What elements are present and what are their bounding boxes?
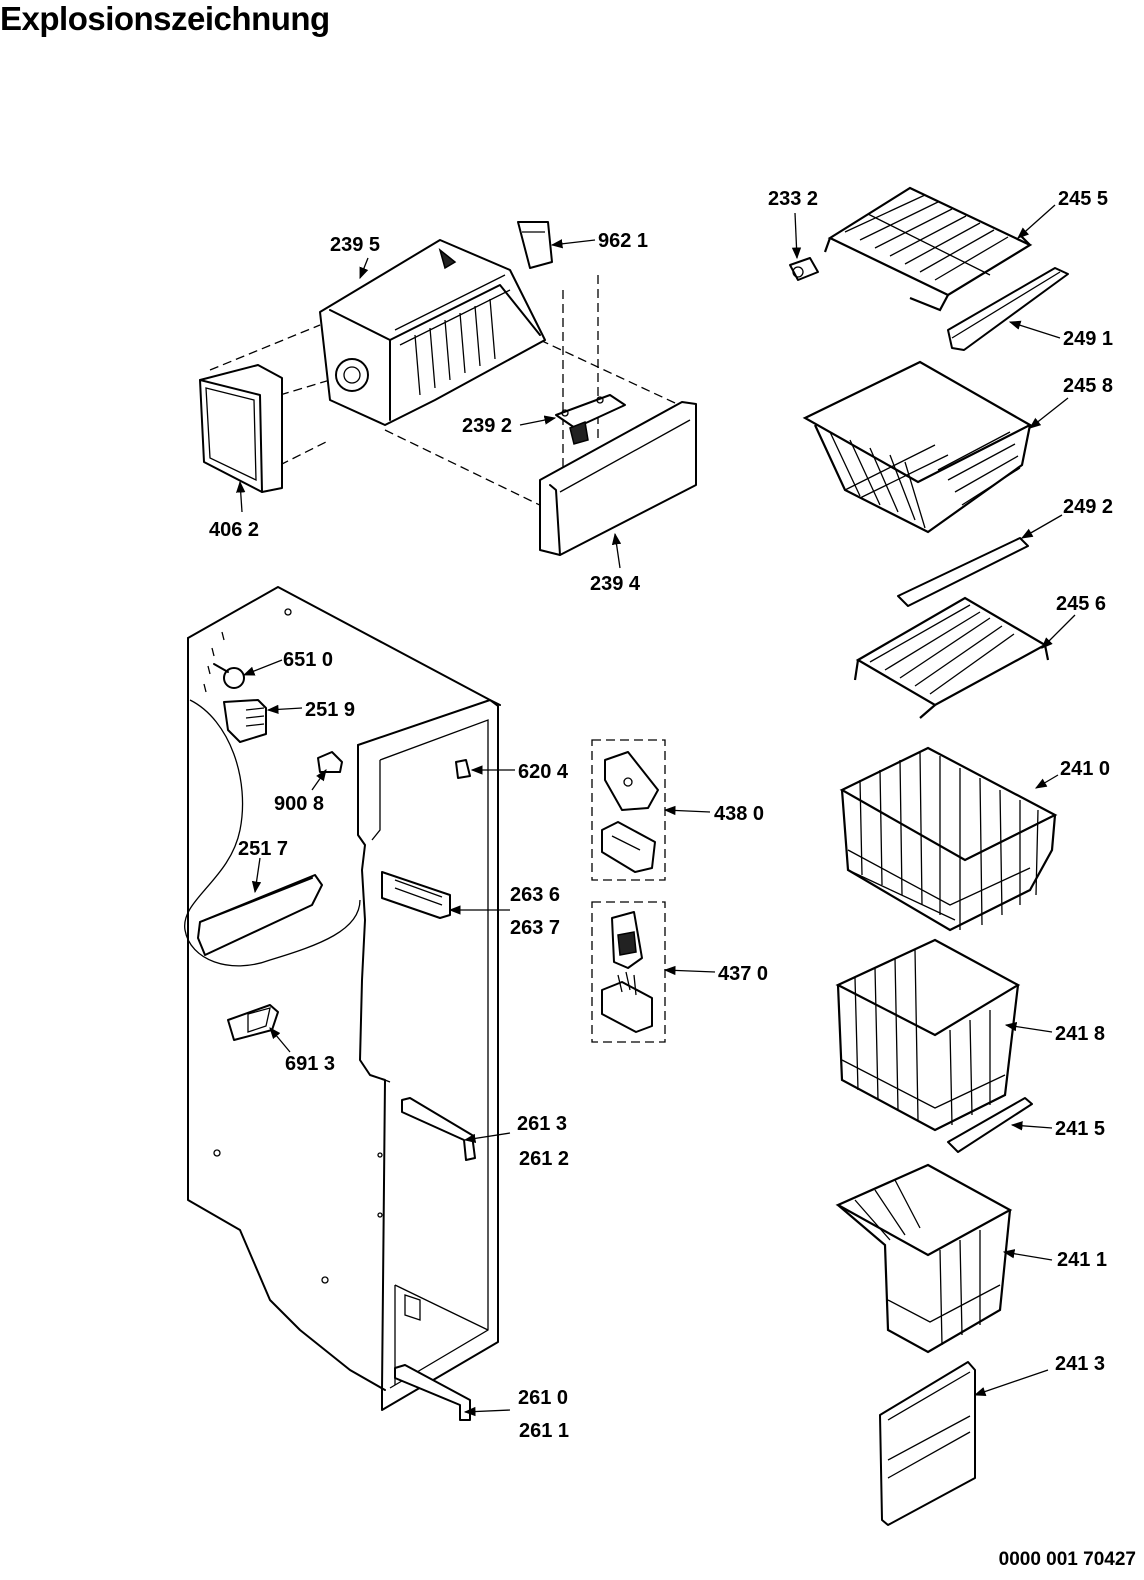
ice-maker-assembly	[199, 221, 697, 556]
page-title: Explosionszeichnung	[0, 0, 330, 37]
part-label-2519: 251 9	[305, 699, 355, 721]
part-label-2491: 249 1	[1063, 328, 1113, 350]
part-label-6510: 651 0	[283, 649, 333, 671]
part-label-4062: 406 2	[209, 519, 259, 541]
part-label-6913: 691 3	[285, 1053, 335, 1075]
part-label-6204: 620 4	[518, 761, 569, 783]
part-label-2517: 251 7	[238, 838, 288, 860]
part-label-2413: 241 3	[1055, 1353, 1105, 1375]
shelves-and-baskets	[789, 186, 1069, 1526]
part-label-2458: 245 8	[1063, 375, 1113, 397]
part-label-2612: 261 2	[519, 1148, 569, 1170]
part-label-2636: 263 6	[510, 884, 560, 906]
part-label-2332: 233 2	[768, 188, 818, 210]
part-label-2455: 245 5	[1058, 188, 1108, 210]
freezer-cabinet	[184, 586, 501, 1421]
part-label-4380: 438 0	[714, 803, 764, 825]
part-label-2394: 239 4	[590, 573, 641, 595]
part-label-2637: 263 7	[510, 917, 560, 939]
leader-lines	[236, 204, 1076, 1417]
part-label-4370: 437 0	[718, 963, 768, 985]
part-label-2415: 241 5	[1055, 1118, 1105, 1140]
part-label-2392: 239 2	[462, 415, 512, 437]
document-number: 0000 001 70427	[998, 1549, 1136, 1570]
part-label-2411: 241 1	[1057, 1249, 1107, 1271]
part-label-2492: 249 2	[1063, 496, 1113, 518]
control-boards	[591, 739, 666, 1043]
ice-ejector-fingers	[414, 298, 496, 396]
part-label-2613: 261 3	[517, 1113, 567, 1135]
part-label-9008: 900 8	[274, 793, 324, 815]
part-label-2611: 261 1	[519, 1420, 569, 1442]
part-label-2610: 261 0	[518, 1387, 568, 1409]
part-labels: 239 5 962 1 239 2 406 2 239 4 233 2 245 …	[209, 188, 1113, 1442]
part-label-9621: 962 1	[598, 230, 648, 252]
part-label-2395: 239 5	[330, 234, 380, 256]
part-label-2418: 241 8	[1055, 1023, 1105, 1045]
part-label-2456: 245 6	[1056, 593, 1106, 615]
part-label-2410: 241 0	[1060, 758, 1110, 780]
